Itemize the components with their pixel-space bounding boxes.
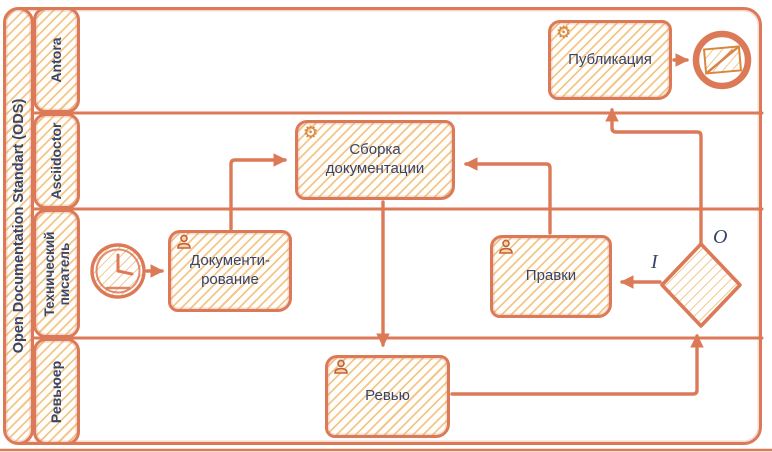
lane-header-reviewer[interactable]: Ревьюер — [33, 338, 80, 445]
task-publication[interactable]: ⚙ Публикация — [548, 20, 672, 100]
lane-header-tech-writer[interactable]: Технический писатель — [33, 209, 80, 338]
task-edits-label: Правки — [525, 267, 577, 285]
task-build[interactable]: ⚙ Сборка документации — [295, 120, 455, 200]
lane-label-antora: Antora — [47, 37, 64, 83]
task-documenting-label: Документи- рование — [190, 252, 270, 288]
lane-label-tech-writer: Технический писатель — [41, 231, 72, 316]
lane-header-asciidoctor[interactable]: Asciidoctor — [33, 113, 80, 209]
pool-title-column[interactable]: Open Documentation Standart (ODS) — [3, 7, 34, 445]
user-icon — [333, 359, 349, 378]
task-edits[interactable]: Правки — [490, 235, 612, 318]
gear-icon: ⚙ — [303, 123, 319, 142]
task-publication-label: Публикация — [568, 50, 652, 68]
user-icon — [498, 239, 514, 258]
pool-title: Open Documentation Standart (ODS) — [10, 98, 27, 354]
task-documenting[interactable]: Документи- рование — [168, 230, 292, 312]
gateway-label-o: O — [713, 226, 728, 248]
gateway-label-i: I — [651, 251, 658, 273]
task-build-label: Сборка документации — [325, 141, 425, 177]
task-review[interactable]: Ревью — [325, 355, 450, 438]
lane-label-asciidoctor: Asciidoctor — [47, 122, 64, 200]
gear-icon: ⚙ — [556, 23, 572, 42]
lane-label-reviewer: Ревьюер — [47, 360, 64, 423]
task-review-label: Ревью — [365, 387, 410, 405]
lane-header-antora[interactable]: Antora — [33, 7, 80, 113]
user-icon — [176, 234, 192, 253]
